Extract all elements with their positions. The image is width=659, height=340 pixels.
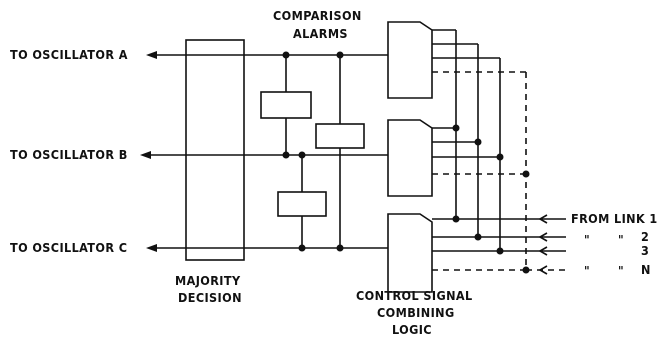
label-decision: DECISION <box>178 290 242 305</box>
ditto-mark: " <box>584 264 590 278</box>
logic-block-c <box>387 213 433 293</box>
junction-dot <box>282 151 290 159</box>
label-majority: MAJORITY <box>175 273 241 288</box>
logic-block-b <box>387 119 433 197</box>
junction-dot <box>282 51 290 59</box>
label-link-3: 3 <box>641 243 649 258</box>
oscillator-outputs <box>140 51 244 252</box>
label-combining: COMBINING <box>377 305 455 320</box>
comparison-alarm-network <box>260 51 365 252</box>
junction-dot <box>496 153 504 161</box>
comparison-alarm-1 <box>260 91 312 119</box>
signal-buses <box>244 54 388 249</box>
arrow-link-3-icon <box>538 246 548 256</box>
label-oscillator-b: TO OSCILLATOR B <box>10 147 128 162</box>
label-comparison: COMPARISON <box>273 8 362 23</box>
comparison-alarm-2 <box>315 123 365 149</box>
junction-dot <box>336 51 344 59</box>
arrow-osc-c-icon <box>146 244 157 252</box>
junction-dot <box>522 170 530 178</box>
majority-decision-block <box>185 39 245 261</box>
ditto-mark: " <box>618 233 624 247</box>
junction-dot <box>298 244 306 252</box>
arrow-link-1-icon <box>538 214 548 224</box>
arrow-osc-b-icon <box>140 151 151 159</box>
label-link-n: N <box>641 262 651 277</box>
label-oscillator-a: TO OSCILLATOR A <box>10 47 128 62</box>
control-logic-blocks <box>387 21 433 293</box>
arrow-link-n-icon <box>538 265 548 275</box>
comparison-alarm-3 <box>277 191 327 217</box>
label-link-2: 2 <box>641 229 649 244</box>
junction-dot <box>336 244 344 252</box>
logic-block-a <box>387 21 433 99</box>
link-wiring <box>432 29 566 275</box>
label-alarms: ALARMS <box>293 26 348 41</box>
junction-dot <box>298 151 306 159</box>
label-oscillator-c: TO OSCILLATOR C <box>10 240 127 255</box>
label-from-link-1: FROM LINK 1 <box>571 211 658 226</box>
label-control-signal: CONTROL SIGNAL <box>356 288 473 303</box>
label-logic: LOGIC <box>392 322 432 337</box>
junction-dot <box>474 138 482 146</box>
arrow-link-2-icon <box>538 232 548 242</box>
ditto-mark: " <box>584 233 590 247</box>
junction-dot <box>452 124 460 132</box>
ditto-mark: " <box>618 264 624 278</box>
arrow-osc-a-icon <box>146 51 157 59</box>
